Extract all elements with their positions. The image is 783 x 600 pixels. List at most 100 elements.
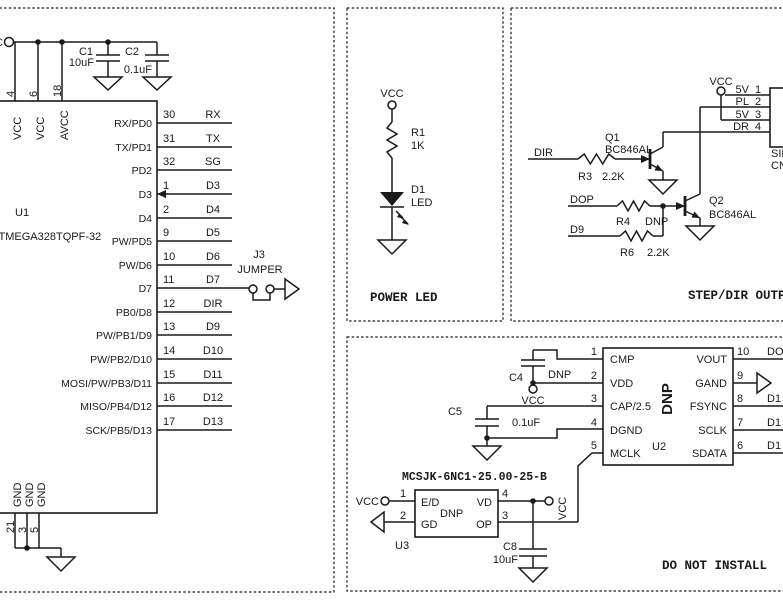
u3-pin4-num: 4 [502,488,508,500]
mcu-section-frame [0,7,335,593]
u1-pin-number: 12 [163,298,175,310]
u2-pin-number: 8 [737,393,743,405]
u1-part: ATMEGA328TQPF-32 [0,231,101,243]
u3-chip-body [414,489,499,538]
r4-ref: R4 [616,216,630,228]
c1-capacitor: C1 10uF [69,42,124,92]
vcc-label-rotated: VCC [557,497,569,520]
u1-io-pins: 30RX/PD0RX31TX/PD1TX32PD2SG1D3D32D4D49PW… [61,109,249,437]
connector-pin-net: 5V [736,84,750,96]
dop-net-label: DOP [570,194,594,206]
u2-pin-label: CMP [610,354,634,366]
dds-section-title: DO NOT INSTALL [662,559,767,573]
u2-pin-number: 5 [591,440,597,452]
q1-transistor-icon [641,146,679,196]
c8-value: 10uF [493,554,518,566]
u1-pin-number: 1 [163,180,169,192]
u1-pin-net: D9 [206,321,220,333]
u1-power-pin-label: VCC [12,117,24,140]
jumper-pin-icon [265,284,275,294]
u1-pin-number: 10 [163,251,175,263]
r6-value: 2.2K [647,247,670,259]
j3-label: JUMPER [237,264,282,276]
u1-gnd-pin-label: GND [36,483,48,508]
u1-gnd-pin-label: GND [24,483,36,508]
u1-gnd-pin-label: GND [12,483,24,508]
u2-pin-number: 2 [591,370,597,382]
u1-pin-net: RX [205,109,221,121]
u2-pin-number: 9 [737,370,743,382]
c8-ref: C8 [503,541,517,553]
u1-pin-number: 14 [163,345,175,357]
u1-pin-net: SG [205,156,221,168]
u2-pin-label: VOUT [696,354,727,366]
ground-icon [45,556,77,573]
r4-value: DNP [645,216,668,228]
power-led-section-frame [346,7,504,322]
c5-ref: C5 [448,406,462,418]
q1-part: BC846AL [605,144,652,156]
dds-circuit: C4 DNP VCC C5 0.1uF DNP U2 1CMP2VDD3CAP/… [356,346,783,584]
u1-gnd-pin-number: 5 [29,527,41,533]
step-dir-section-frame [510,7,783,322]
r3-value: 2.2K [602,171,625,183]
u1-pin-number: 11 [163,274,174,286]
input-arrow-icon [157,190,166,198]
u1-pin-label: SCK/PB5/D13 [85,425,152,437]
u3-pin1-label: E/D [421,497,439,509]
c5-value: 0.1uF [512,417,540,429]
u1-pin-net: D7 [206,274,220,286]
u2-pin-label: VDD [610,378,633,390]
u1-pin-number: 16 [163,392,175,404]
c1-value: 10uF [69,57,94,69]
u2-pin-label: FSYNC [690,401,727,413]
c4-ref: C4 [509,372,523,384]
q2-part: BC846AL [709,209,756,221]
u1-pin-label: MOSI/PW/PB3/D11 [61,378,152,390]
u1-power-pin-label: AVCC [59,110,71,140]
d9-net-label: D9 [570,224,584,236]
ground-icon [684,225,716,242]
u1-pin-number: 17 [163,416,175,428]
u1-pin-number: 2 [163,204,169,216]
u1-gnd-pin-number: 21 [5,521,17,533]
connector-pin-number: 4 [755,121,761,133]
u1-gnd-pin-number: 3 [17,527,29,533]
ground-icon [517,567,549,584]
u2-dnp-overlay: DNP [659,383,676,415]
q1-ref: Q1 [605,132,620,144]
u1-pin-label: PW/D6 [119,260,152,272]
connector-pin-net: 5V [736,109,750,121]
u1-pin-label: D4 [139,213,153,225]
u1-ground-pins: GND 21 GND 3 GND 5 [5,483,48,548]
u3-pin4-label: VD [477,497,492,509]
c2-value: 0.1uF [124,64,152,76]
vcc-terminal-icon [3,36,15,48]
resistor-icon [616,199,651,213]
connector-ref-line1: SIP [771,148,783,160]
u1-pin-net: D11 [203,369,222,381]
u1-pin-net: DIR [204,298,223,310]
u1-ref: U1 [15,207,29,219]
q2-transistor-icon [676,193,716,242]
ground-icon [471,445,503,462]
connector-pin-number: 3 [755,109,761,121]
u1-pin-label: RX/PD0 [114,118,152,130]
u2-pin-number: 7 [737,417,743,429]
d1-ref: D1 [411,184,425,196]
dir-net-label: DIR [534,147,553,159]
ground-icon [647,179,679,196]
u1-pin-label: TX/PD1 [115,142,152,154]
resistor-icon [577,152,616,166]
r3-ref: R3 [578,171,592,183]
u1-pin-label: D3 [139,189,153,201]
u1-pin-net: D3 [206,180,220,192]
u1-pin-net: TX [206,133,221,145]
connector-pin-net: DR [733,121,749,133]
c1-ref: C1 [79,46,93,58]
u1-pin-label: PB0/D8 [116,307,152,319]
output-port-icon [284,277,301,301]
r1-ref: R1 [411,127,425,139]
